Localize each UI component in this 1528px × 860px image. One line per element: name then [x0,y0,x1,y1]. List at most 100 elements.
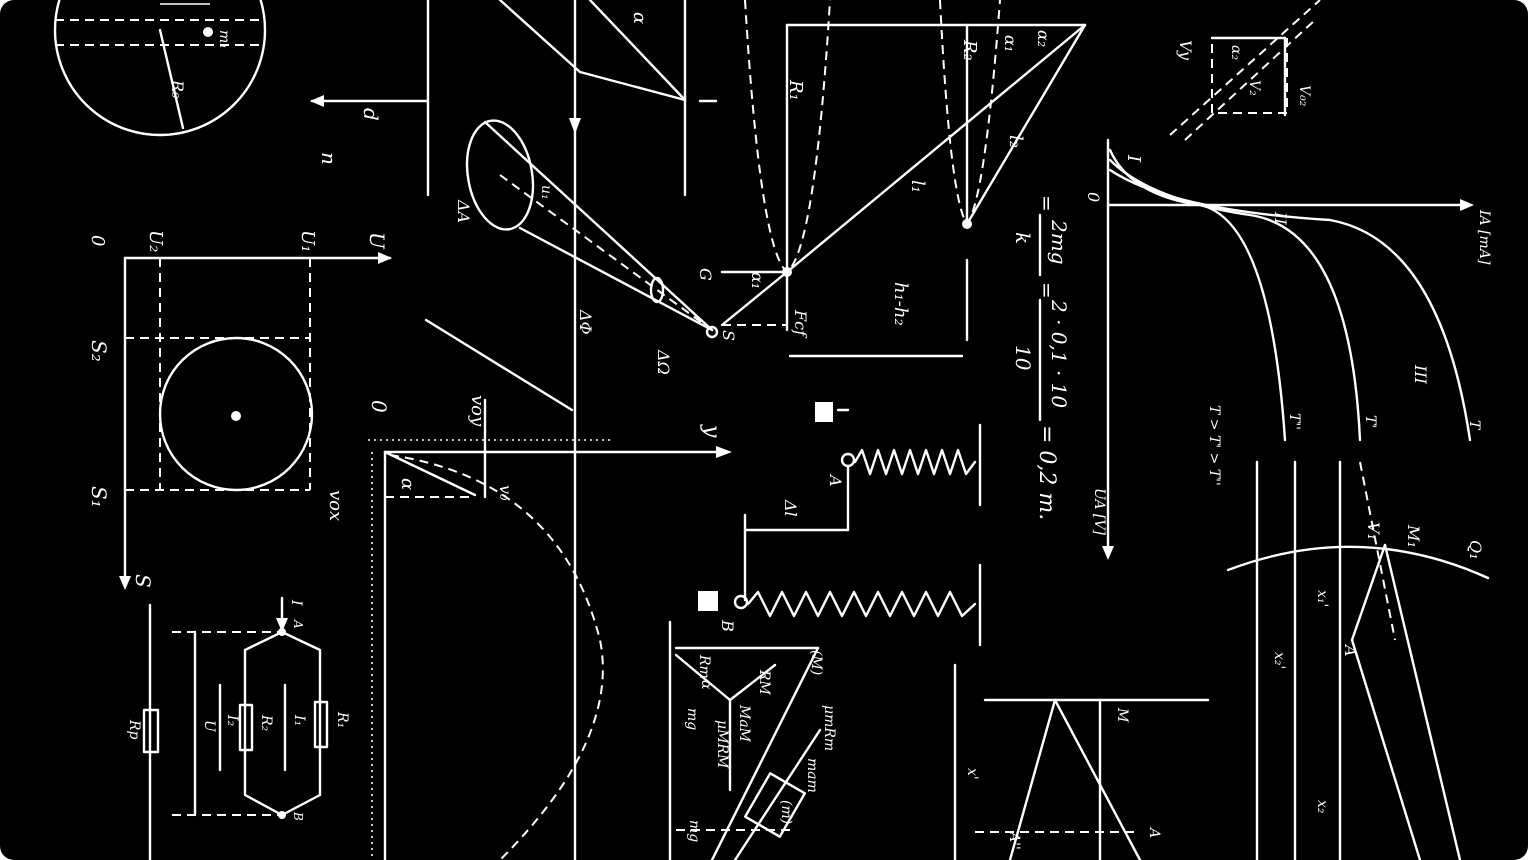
label-mu-m: μmRm [821,705,837,751]
label-i1: I₁ [291,714,307,726]
label-ia-axis: IA [mA] [1476,209,1492,265]
label-ua-axis: UA [V] [1091,488,1107,536]
label-s2: S₂ [87,340,111,362]
label-u-axis: U [365,232,389,250]
label-zero-b: 0 [367,400,391,413]
label-u1: u₁ [538,185,554,200]
label-i2: I₂ [224,714,240,727]
label-a-bridge: A [291,619,305,629]
label-curve-iii: III [1411,364,1430,385]
label-u-bridge: U [201,720,217,733]
spring-diagram: A B Δl [698,402,982,647]
label-v0: v₀ [496,485,515,501]
label-angle-i: α [629,12,650,24]
eq-result: = 0,2 m. [1034,425,1059,520]
label-alpha1: α₁ [1001,35,1020,52]
label-m1: M₁ [1404,524,1423,548]
label-mu-rm: μMRM [714,720,730,769]
label-t: T [1466,420,1482,431]
label-curve-i: I [1123,154,1144,163]
label-rp: Rp [126,719,142,740]
label-vy: Vy [1176,40,1195,61]
label-x2-prime: x₂' [1271,652,1287,669]
lens-d-diagram: d n [310,0,430,197]
label-u1: U₁ [297,230,318,252]
optics-diagram: M₁ Q₁ V₁ x₁' x₂' A x₂ [1226,460,1490,860]
label-g: G [696,268,715,281]
label-alpha: α [397,478,418,490]
label-delta-a: ΔA [454,199,473,223]
label-mam: mam [804,758,820,793]
us-coordinate-diagram: 0 U₂ U₁ U S₂ S₁ S [87,230,392,590]
eq-lead: = [1035,195,1059,212]
label-mg: mg [684,708,700,730]
projectile-diagram: 0 y voy vox v₀ α [325,395,732,860]
label-h1-h2: h₁-h₂ [890,282,911,326]
velocity-vectors: Vy α₂ V₂ V₀₂ [1169,0,1321,141]
label-r1: R₁ [785,79,806,101]
label-zero-c: 0 [1084,192,1103,202]
label-v02: V₀₂ [1296,85,1312,107]
label-curve-ii: II [1271,211,1290,225]
eq-equals: = [1035,282,1059,299]
label-delta-l: Δl [781,499,800,517]
circle-r0-diagram: R₀ m₁ [53,0,267,137]
dashed-parabolas: R₁ R₂ α₁ α₂ l₂ l₁ G S Fcf h₁-h₂ α₁ [696,0,1087,358]
solid-angle-cone: ΔA u₁ ΔΦ ΔΩ [424,119,719,412]
label-rm: Rm [696,654,712,679]
eq-num: 2 · 0,1 · 10 [1047,299,1071,408]
label-alpha-b: α [698,680,714,690]
label-n: n [317,152,341,165]
label-l2: l₂ [1005,135,1026,148]
label-voy: voy [467,395,488,427]
label-s1: S₁ [87,486,111,508]
label-l1: l₁ [907,180,928,193]
label-m-box-big: (M) [808,650,824,675]
label-b-bridge: B [291,811,305,821]
label-delta-omega: ΔΩ [654,349,673,375]
label-q1: Q₁ [1466,540,1485,560]
eq-k: k [1011,232,1035,244]
label-t-order: T > T' > T'' [1206,405,1222,486]
label-current-i: I [288,599,304,606]
label-s-axis: S [131,574,155,588]
label-v1: V₁ [1364,522,1383,540]
label-s: S [719,330,738,341]
label-a-optics: A [1341,643,1360,657]
label-r2-bridge: R₂ [258,714,274,732]
label-t-prime: T' [1362,415,1378,428]
refraction-diagram: α [498,0,718,860]
label-a-double-prime: A'' [1006,830,1022,850]
label-m1: m₁ [216,30,232,49]
label-mg-b: mg [686,820,702,842]
label-alpha2-v: α₂ [1228,45,1244,60]
label-delta-phi: ΔΦ [576,309,595,335]
spring-equation: = 2mg k = 2 · 0,1 · 10 10 = 0,2 m. [1011,195,1071,520]
label-vox: vox [325,490,346,521]
label-y-axis: y [699,424,724,438]
diode-curves-chart: I II III 0 IA [mA] UA [V] T T' T'' T > T… [1084,138,1492,560]
label-t-double-prime: T'' [1286,413,1302,430]
eq-den: 10 [1011,345,1035,371]
label-x-prime: x' [964,768,980,780]
label-x1-prime: x₁' [1314,590,1330,607]
eq-numerator: 2mg [1047,219,1071,265]
mirror-diagram: M x' A'' A [953,663,1210,860]
label-mam-big: MaM [736,704,752,743]
label-d: d [359,108,383,121]
bridge-circuit: I A B U I₂ I₁ R₂ R₁ Rp [126,596,350,860]
label-rm-big: RM [756,669,772,696]
label-r1-bridge: R₁ [334,711,350,728]
label-r2: R₂ [959,39,980,61]
inclined-plane-diagram: Rm RM μMRM MaM mg μmRm mam (m) (M) mg α [668,620,837,860]
label-a-mirror: A [1146,826,1162,838]
label-b-spring: B [718,619,737,632]
label-v2: V₂ [1246,80,1262,96]
label-a-spring: A [826,473,845,487]
label-r0: R₀ [168,79,187,99]
label-u2: U₂ [145,230,166,252]
label-fcf: Fcf [791,309,810,339]
label-alpha2: α₂ [1034,30,1053,47]
